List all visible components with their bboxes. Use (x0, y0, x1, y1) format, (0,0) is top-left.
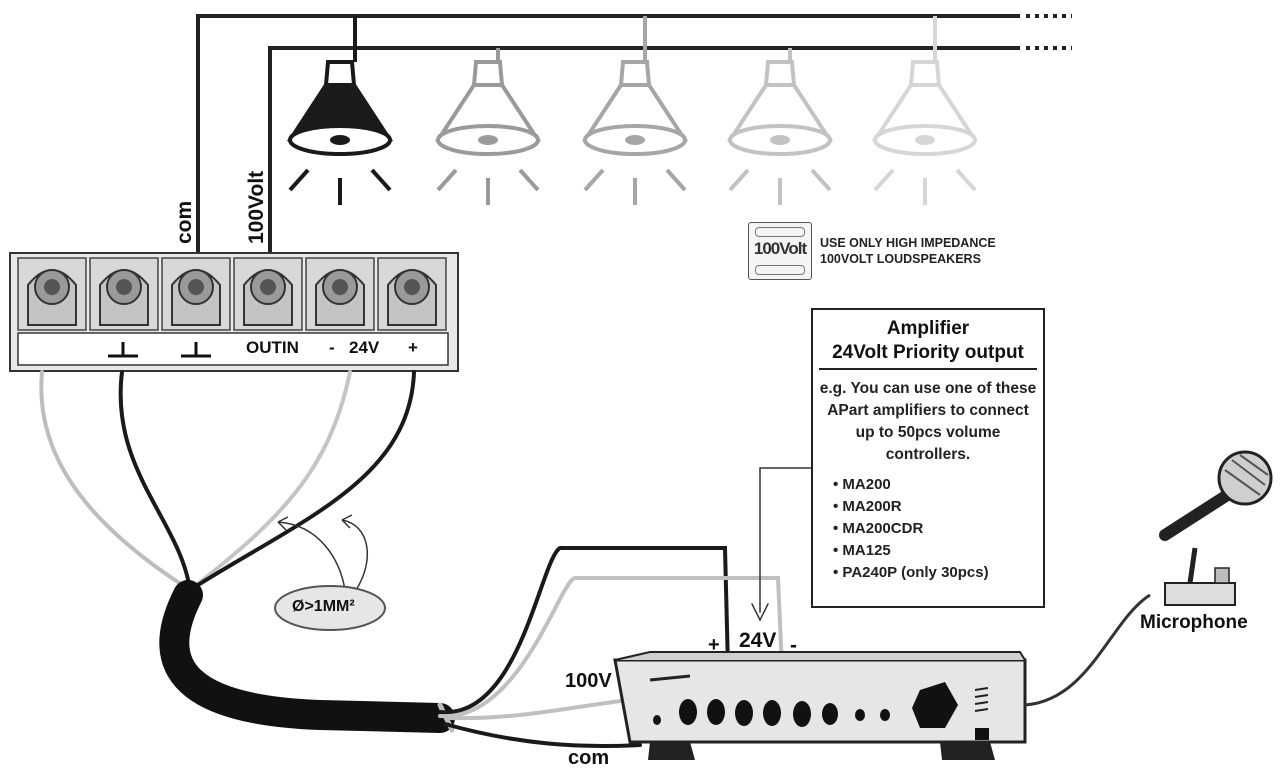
info-description: e.g. You can use one of these APart ampl… (819, 380, 1037, 463)
com-bus-wire (196, 14, 1020, 255)
amp-knob (793, 701, 811, 727)
com-top-label: com (173, 200, 196, 244)
wire-gauge-oval (274, 585, 386, 631)
model-item: MA125 (833, 540, 1043, 562)
terminal-screw (17, 257, 87, 331)
amp-knob (707, 699, 725, 725)
badge-text: 100Volt (753, 239, 807, 258)
grey-cable-minus (188, 370, 352, 592)
grey-cable-left (39, 370, 192, 592)
volt-bus-wire (268, 46, 1020, 255)
warning-line-2: 100VOLT LOUDSPEAKERS (820, 252, 981, 266)
pointer-line (759, 467, 812, 613)
model-item: PA240P (only 30pcs) (833, 562, 1043, 584)
amp-com-label: com (568, 747, 610, 769)
wire-gauge-pointers (277, 514, 369, 591)
loudspeaker-icon (286, 16, 394, 205)
ground-symbol-2 (181, 342, 211, 358)
pointer-arrow (751, 603, 769, 622)
black-cable-plus (188, 370, 416, 592)
loudspeaker-icon (581, 16, 689, 205)
volt-top-label: 100Volt (245, 170, 268, 244)
100v-wire (446, 698, 632, 721)
impedance-warning: USE ONLY HIGH IMPEDANCE 100VOLT LOUDSPEA… (820, 235, 996, 267)
terminal-screw (305, 257, 375, 331)
amp-24v-label: 24V (739, 629, 777, 652)
amp-100v-label: 100V (565, 670, 612, 692)
amp-led-column (974, 687, 989, 712)
amp-knob (679, 699, 697, 725)
amp-minus-label: - (790, 634, 797, 657)
100volt-badge: 100Volt (748, 222, 812, 280)
terminal-label-plus: + (408, 338, 418, 357)
info-subtitle: 24Volt Priority output (819, 342, 1037, 370)
loudspeaker-icon (726, 48, 834, 205)
amp-knob (735, 700, 753, 726)
com-wire (443, 722, 642, 748)
speaker-bus-wires (196, 14, 1072, 255)
amplifier-unit (613, 651, 1027, 760)
wire-gauge-label: Ø>1MM² (292, 598, 355, 615)
model-item: MA200CDR (833, 518, 1043, 540)
terminal-label-minus: - (329, 338, 335, 357)
amplifier-info-box: Amplifier 24Volt Priority output e.g. Yo… (811, 308, 1045, 608)
plus-24v-wire (438, 546, 730, 715)
microphone-label: Microphone (1140, 612, 1248, 633)
loudspeaker-group (286, 16, 979, 205)
loudspeaker-icon (871, 16, 979, 205)
amp-plus-label: + (708, 634, 720, 656)
amp-knob (822, 703, 838, 725)
info-title: Amplifier (886, 318, 970, 339)
amp-knob (855, 709, 865, 721)
microphone-icon (1024, 450, 1273, 707)
cable-bundle (159, 580, 455, 733)
loudspeaker-icon (434, 48, 542, 205)
terminal-label-outin: OUTIN (246, 338, 299, 357)
model-item: MA200 (833, 474, 1043, 496)
model-list: MA200 MA200R MA200CDR MA125 PA240P (only… (833, 474, 1043, 584)
terminal-block (9, 252, 459, 372)
amplifier-wiring (438, 467, 812, 748)
model-item: MA200R (833, 496, 1043, 518)
minus-24v-wire (438, 576, 784, 719)
terminal-screw (377, 257, 447, 331)
terminal-screw (233, 257, 303, 331)
black-cable-ground (118, 370, 192, 592)
terminal-label-24v: 24V (349, 338, 380, 357)
terminal-screw (89, 257, 159, 331)
terminal-screw (161, 257, 231, 331)
amp-knob (880, 709, 890, 721)
control-cables (39, 370, 455, 733)
ground-symbol-1 (108, 342, 138, 358)
warning-line-1: USE ONLY HIGH IMPEDANCE (820, 236, 996, 250)
amp-knob (763, 700, 781, 726)
